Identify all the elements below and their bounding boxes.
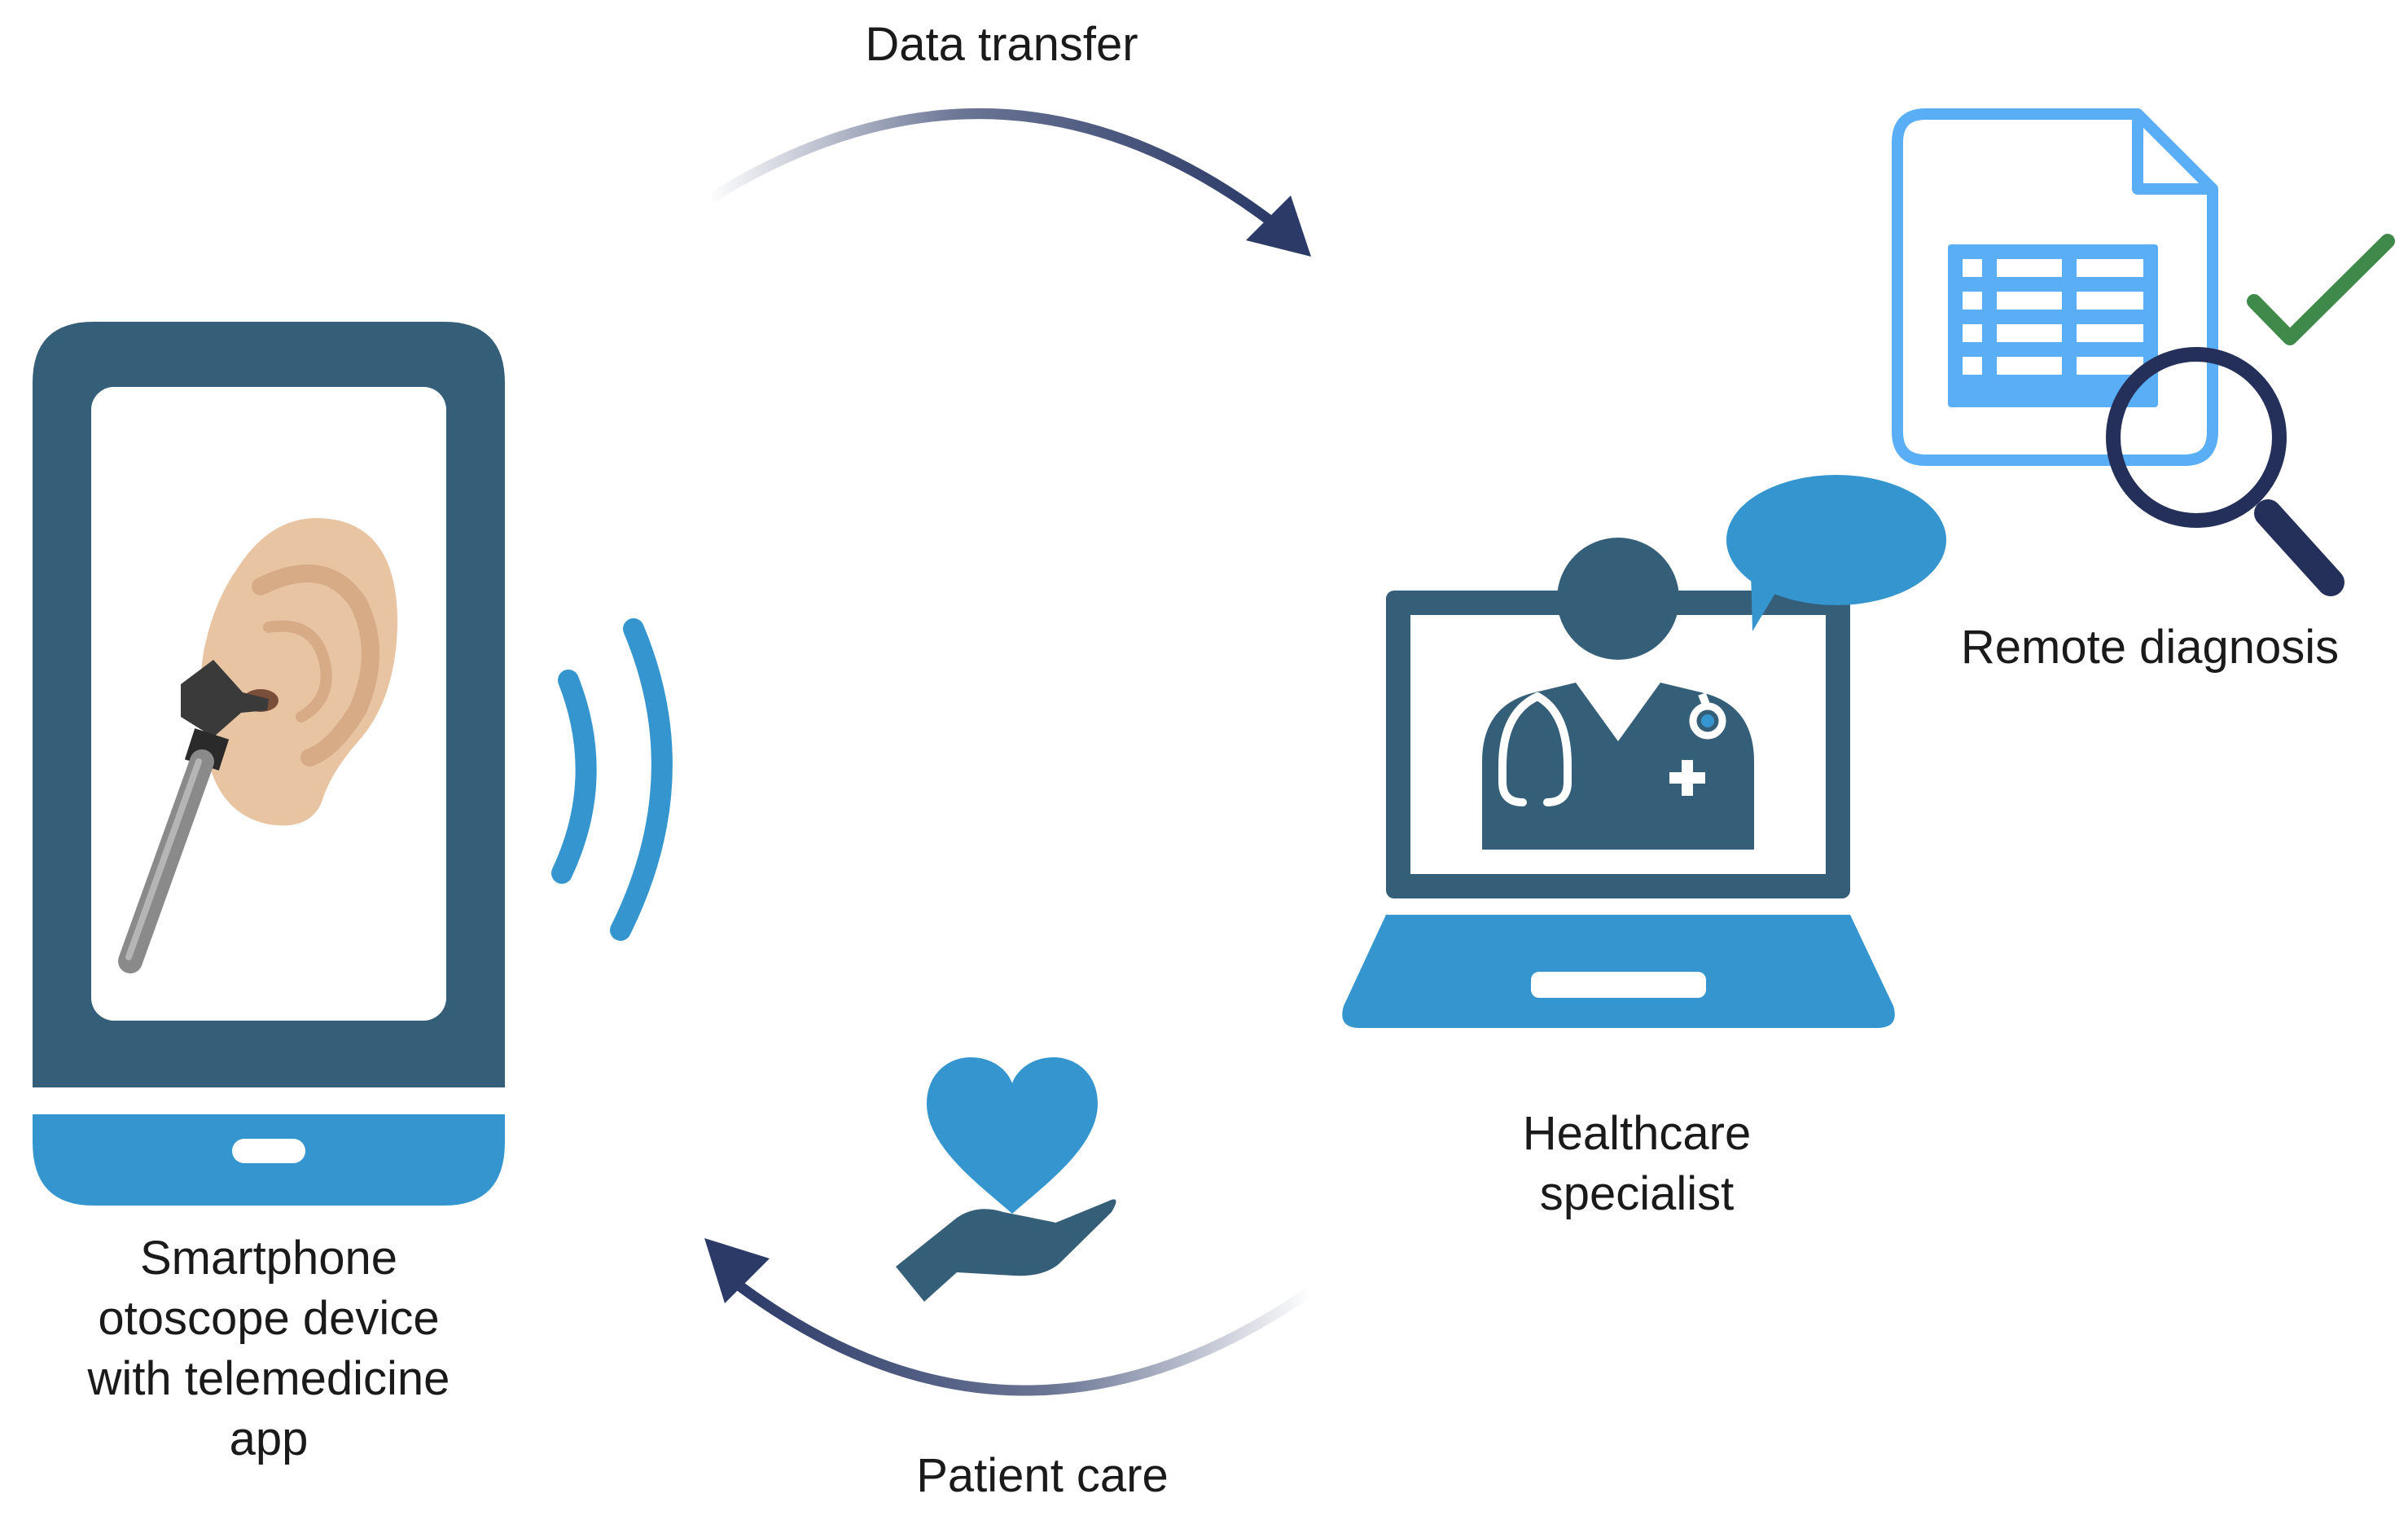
otoscope-icon bbox=[118, 660, 269, 973]
healthcare-specialist-label: Healthcare specialist bbox=[1522, 1107, 1752, 1220]
data-transfer-label: Data transfer bbox=[865, 18, 1138, 71]
speech-bubble-icon bbox=[1726, 475, 1946, 631]
patient-care-label: Patient care bbox=[916, 1449, 1169, 1502]
ear-icon bbox=[200, 518, 398, 826]
data-transfer-arrow bbox=[703, 108, 1311, 257]
spreadsheet-document-icon bbox=[1892, 108, 2218, 466]
remote-diagnosis-label: Remote diagnosis bbox=[1960, 621, 2340, 674]
checkmark-icon bbox=[2247, 234, 2395, 345]
patient-care-arrow bbox=[704, 1238, 1313, 1396]
doctor-icon bbox=[1482, 538, 1754, 850]
smartphone-label: Smartphone otoscope device with telemedi… bbox=[87, 1232, 450, 1465]
heart-in-hand-icon bbox=[896, 1057, 1116, 1302]
magnifier-icon bbox=[2106, 347, 2344, 596]
wireless-signal-icon bbox=[551, 618, 673, 941]
